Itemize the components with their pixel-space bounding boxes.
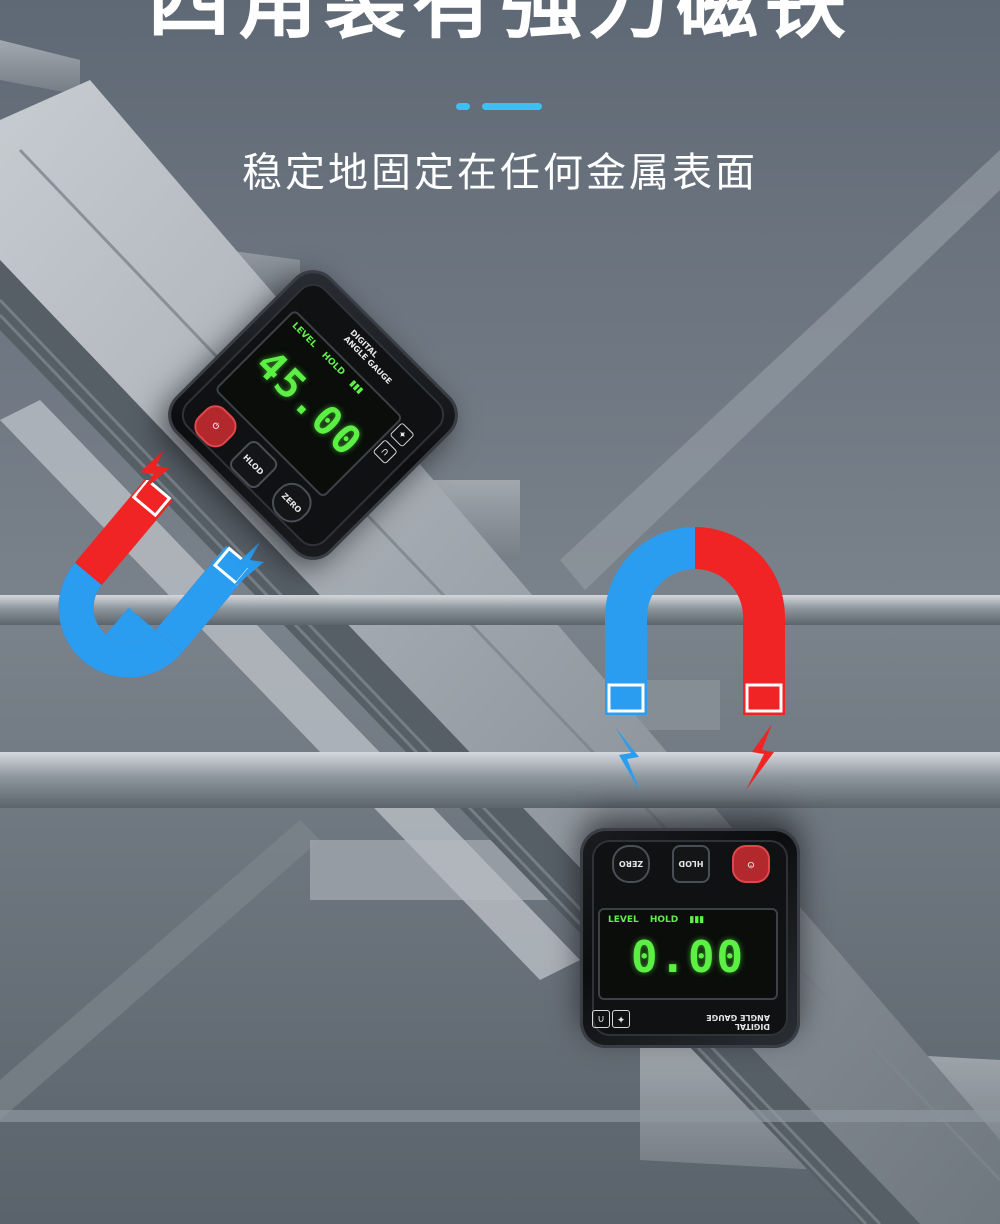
hold-button[interactable]: HLOD (672, 845, 710, 883)
power-button[interactable]: ⏻ (732, 845, 770, 883)
angle-gauge-upside-down: DIGITAL ANGLE GAUGE ✦ ∩ LEVEL HOLD ▮▮▮ 0… (580, 828, 800, 1048)
title-divider (456, 103, 546, 111)
headline: 四角装有强力磁铁 (147, 0, 852, 50)
power-icon: ⏻ (210, 420, 222, 432)
battery-icon: ▮▮▮ (689, 915, 705, 925)
angle-reading: 0.00 (631, 932, 745, 983)
brand-line2: ANGLE GAUGE (706, 1013, 770, 1023)
magnet-icon: ∩ (592, 1010, 610, 1028)
lightning-icon-blue-right (615, 727, 641, 793)
divider-dash-short (456, 103, 470, 110)
battery-icon: ▮▮▮ (347, 378, 365, 397)
hold-label: HOLD (649, 915, 679, 925)
magnet-icon-left (58, 480, 253, 678)
brand-line1: DIGITAL (734, 1022, 770, 1031)
lightning-icon-blue-left (228, 542, 264, 592)
power-icon: ⏻ (747, 860, 755, 869)
brand-label: DIGITAL ANGLE GAUGE (706, 1012, 770, 1031)
subtitle: 稳定地固定在任何金属表面 (242, 150, 758, 196)
level-label: LEVEL (608, 915, 639, 925)
lcd-status-row: LEVEL HOLD ▮▮▮ (608, 915, 712, 925)
lightning-icon-red-right (746, 724, 774, 790)
zero-button[interactable]: ZERO (612, 845, 650, 883)
lightning-icon-red-left (136, 450, 170, 496)
divider-dash-long (482, 103, 542, 110)
magnet-icon-right (605, 527, 785, 715)
lcd-display: LEVEL HOLD ▮▮▮ 0.00 (598, 908, 778, 1000)
calibrate-icon: ✦ (612, 1010, 630, 1028)
